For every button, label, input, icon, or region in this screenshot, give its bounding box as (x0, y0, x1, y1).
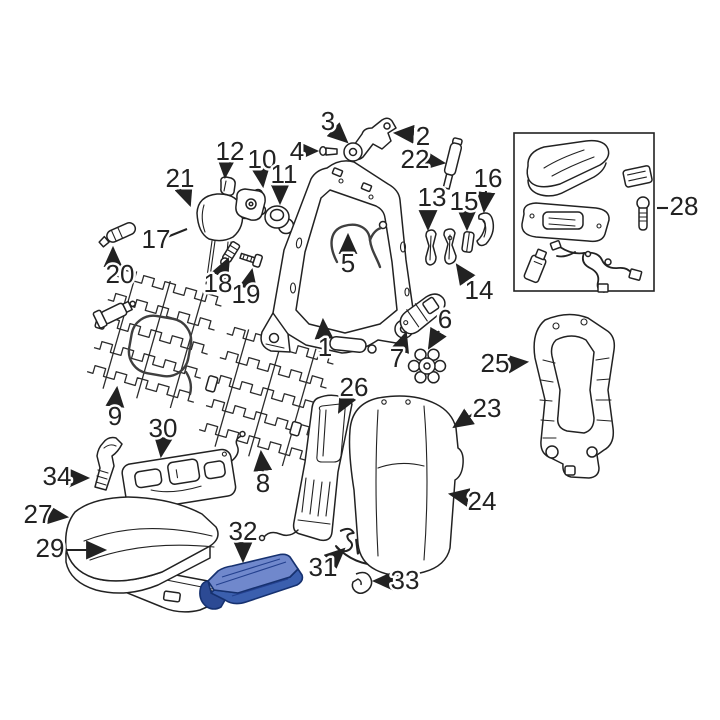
leader-1 (314, 317, 334, 340)
part-label-11: 11 (271, 159, 298, 189)
leader-lines (47, 122, 668, 591)
leader-27 (47, 505, 70, 525)
part-label-16: 16 (474, 163, 503, 193)
spring-mat-left (86, 267, 225, 409)
part-label-1: 1 (318, 332, 332, 362)
part-label-28: 28 (670, 191, 699, 221)
part-label-26: 26 (340, 372, 369, 402)
part-label-29: 29 (36, 533, 65, 563)
part-labels: 1 2 3 4 5 6 7 8 9 10 11 12 13 14 15 16 1… (21, 104, 701, 598)
part-label-19: 19 (232, 279, 261, 309)
seatback-frame (260, 160, 416, 354)
part-label-8: 8 (256, 468, 270, 498)
leader-30 (154, 436, 173, 459)
part-label-31: 31 (309, 552, 338, 582)
leader-9 (105, 385, 125, 408)
lumbar-adjuster (235, 188, 267, 221)
headrest (196, 193, 244, 242)
leader-21 (174, 184, 193, 207)
part-label-27: 27 (24, 499, 53, 529)
leader-12 (216, 157, 236, 180)
leader-19 (238, 267, 258, 291)
kit-cushion (526, 139, 610, 197)
lumbar-cable (330, 220, 388, 269)
grommet (343, 142, 363, 162)
part-label-2: 2 (416, 121, 430, 151)
kit-module (622, 165, 653, 188)
round-grommet (264, 205, 295, 235)
part-label-23: 23 (473, 393, 502, 423)
part-label-25: 25 (481, 348, 510, 378)
leader-24 (447, 488, 471, 507)
screw (239, 252, 263, 268)
kit-sensor (523, 248, 547, 284)
push-pin (319, 146, 338, 156)
part-label-33: 33 (391, 565, 420, 595)
leader-25 (507, 354, 530, 374)
spring-mat-right (198, 325, 337, 467)
part-label-20: 20 (106, 259, 135, 289)
leader-31 (323, 547, 346, 569)
side-module (399, 293, 446, 335)
leader-18 (211, 257, 229, 281)
clip-33 (351, 571, 373, 594)
leader-17 (166, 228, 188, 238)
leader-8 (253, 449, 273, 474)
leader-2 (392, 124, 415, 144)
leader-10 (251, 166, 270, 189)
part-label-17: 17 (142, 224, 171, 254)
trim-panel-highlighted (199, 553, 304, 610)
part-label-12: 12 (216, 136, 245, 166)
leader-22 (424, 151, 447, 170)
leader-6 (427, 326, 447, 350)
kit-bolt (636, 196, 650, 231)
part-label-21: 21 (166, 163, 195, 193)
part-label-15: 15 (450, 186, 479, 216)
gas-strut (442, 137, 463, 199)
part-label-22: 22 (401, 144, 430, 174)
part-label-18: 18 (204, 268, 233, 298)
part-label-32: 32 (229, 516, 258, 546)
bracket-strip-14 (443, 228, 457, 265)
clip-15 (461, 231, 475, 253)
part-label-14: 14 (465, 275, 494, 305)
leader-3 (326, 122, 349, 144)
guide-stud (219, 241, 241, 267)
leader-16 (476, 190, 496, 214)
seatback-panel (533, 313, 616, 479)
part-label-3: 3 (321, 106, 335, 136)
part-label-24: 24 (468, 486, 497, 516)
seat-cushion (64, 496, 232, 613)
lumbar-actuator (92, 300, 136, 329)
inset-kit-box (513, 132, 655, 293)
part-label-9: 9 (108, 401, 122, 431)
part-label-13: 13 (418, 182, 447, 212)
part-label-6: 6 (438, 304, 452, 334)
part-label-7: 7 (390, 343, 404, 373)
part-label-4: 4 (290, 136, 304, 166)
seatback-cushion (348, 395, 464, 577)
hook-16 (476, 212, 495, 247)
kit-harness (549, 240, 643, 293)
seat-pan (121, 430, 246, 512)
clip-cap (220, 176, 236, 196)
leader-26 (338, 390, 357, 414)
leader-7 (391, 331, 409, 354)
lumbar-loop (127, 314, 193, 396)
part-label-30: 30 (149, 413, 178, 443)
leader-14 (455, 263, 476, 286)
kit-pan (521, 202, 610, 243)
leader-23 (452, 408, 475, 429)
bracket-strip-13 (425, 229, 437, 266)
part-label-5: 5 (341, 248, 355, 278)
recliner-knob (407, 348, 447, 384)
guide-sleeve (98, 221, 137, 248)
part-label-10: 10 (248, 144, 277, 174)
heater-pad (258, 394, 353, 542)
belt-guide (94, 436, 123, 491)
part-label-34: 34 (43, 461, 72, 491)
